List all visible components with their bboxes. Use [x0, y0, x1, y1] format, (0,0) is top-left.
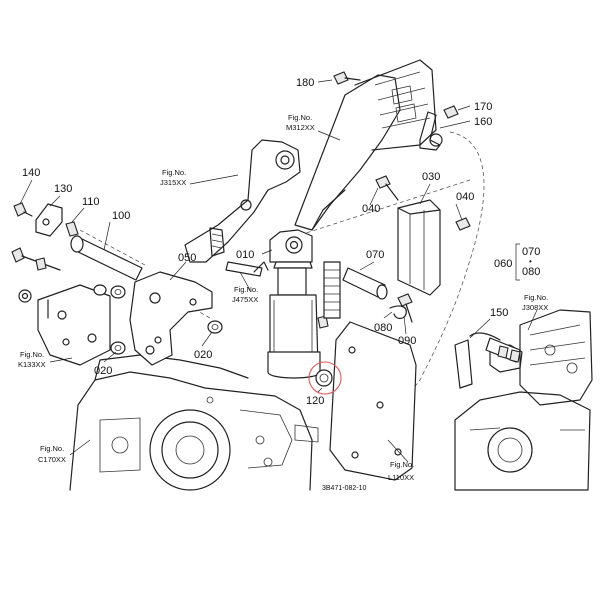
- lift-arm-j315-drawing: [184, 139, 301, 263]
- leader-lines: [19, 79, 538, 463]
- cylinder-pin-j475-drawing: [225, 261, 269, 277]
- fig-ref-j315-title: Fig.No.: [162, 168, 186, 177]
- drawing-code: 3B471-082-10: [322, 485, 366, 492]
- fig-ref-j308-title: Fig.No.: [524, 293, 548, 302]
- fig-ref-m312-code: M312XX: [286, 123, 315, 132]
- part-080-clip-drawing: [389, 305, 407, 320]
- part-label-120[interactable]: 120: [306, 395, 324, 407]
- part-120-bushing-drawing: [308, 361, 342, 395]
- part-140-bolt-drawing: [13, 202, 33, 217]
- part-labels: 180 170 160 140 130 110 100 050 010 030 …: [22, 77, 540, 407]
- part-050-bracket-drawing: [129, 271, 213, 366]
- part-030-cover-drawing: [397, 199, 441, 296]
- part-label-010[interactable]: 010: [236, 249, 254, 261]
- figure-references: Fig.No. M312XX Fig.No. J315XX Fig.No. J4…: [18, 113, 548, 482]
- part-060-bracket-symbol: [515, 243, 520, 281]
- part-label-030[interactable]: 030: [422, 171, 440, 183]
- part-label-080[interactable]: 080: [374, 322, 392, 334]
- part-label-170[interactable]: 170: [474, 101, 492, 113]
- fig-ref-j475-title: Fig.No.: [234, 285, 258, 294]
- part-150-hose-drawing: [454, 332, 521, 389]
- part-160-clamp-drawing: [419, 111, 443, 151]
- left-bolt-assembly-drawing: [11, 247, 61, 303]
- part-label-020-right[interactable]: 020: [194, 349, 212, 361]
- fig-ref-j315[interactable]: Fig.No. J315XX: [160, 168, 186, 187]
- part-label-160[interactable]: 160: [474, 116, 492, 128]
- part-label-020-left[interactable]: 020: [94, 365, 112, 377]
- part-130-bracket-drawing: [35, 203, 63, 237]
- fig-ref-c170[interactable]: Fig.No. C170XX: [38, 444, 66, 464]
- fig-ref-j475-code: J475XX: [232, 295, 258, 304]
- bracket-k133-drawing: [37, 284, 126, 366]
- part-040-bolts-drawing: [375, 175, 471, 231]
- fig-ref-l110-title: Fig.No.: [390, 460, 414, 469]
- fig-ref-k133[interactable]: Fig.No. K133XX: [18, 350, 46, 369]
- threaded-rod-drawing: [323, 261, 341, 319]
- fig-ref-l110[interactable]: Fig.No. L110XX: [388, 460, 414, 482]
- part-110-grease-fitting-drawing: [65, 221, 79, 237]
- part-label-060-sub-070[interactable]: 070: [522, 246, 540, 258]
- part-070-pin-drawing: [342, 267, 388, 300]
- part-label-060-sub-080[interactable]: 080: [522, 266, 540, 278]
- frame-m312-drawing: [294, 59, 437, 231]
- part-170-bolt-drawing: [443, 105, 459, 119]
- fig-ref-j308-code: J308XX: [522, 303, 548, 312]
- hydraulic-block-j308-drawing: [454, 309, 593, 491]
- part-label-140[interactable]: 140: [22, 167, 40, 179]
- part-label-090[interactable]: 090: [398, 335, 416, 347]
- fig-ref-j475[interactable]: Fig.No. J475XX: [232, 285, 258, 304]
- part-label-110[interactable]: 110: [82, 196, 100, 208]
- part-label-070[interactable]: 070: [366, 249, 384, 261]
- fig-ref-k133-code: K133XX: [18, 360, 46, 369]
- part-090-bolt-drawing: [397, 293, 413, 323]
- fig-ref-j308[interactable]: Fig.No. J308XX: [522, 293, 548, 312]
- part-label-060[interactable]: 060: [494, 258, 512, 270]
- fig-ref-m312[interactable]: Fig.No. M312XX: [286, 113, 315, 132]
- fig-ref-l110-code: L110XX: [388, 473, 414, 482]
- part-label-180[interactable]: 180: [296, 77, 314, 89]
- transmission-housing-c170-drawing: [69, 354, 319, 491]
- fig-ref-j315-code: J315XX: [160, 178, 186, 187]
- part-010-cylinder-drawing: [267, 229, 329, 379]
- plate-l110-drawing: [329, 321, 417, 481]
- fig-ref-m312-title: Fig.No.: [288, 113, 312, 122]
- part-label-040-right[interactable]: 040: [456, 191, 474, 203]
- part-100-pin-drawing: [70, 235, 143, 281]
- part-label-150[interactable]: 150: [490, 307, 508, 319]
- part-label-050[interactable]: 050: [178, 252, 196, 264]
- fig-ref-c170-code: C170XX: [38, 455, 66, 464]
- fig-ref-c170-title: Fig.No.: [40, 444, 64, 453]
- part-020-washer-drawing: [110, 320, 223, 355]
- part-label-100[interactable]: 100: [112, 210, 130, 222]
- fig-ref-k133-title: Fig.No.: [20, 350, 44, 359]
- part-label-040-left[interactable]: 040: [362, 203, 380, 215]
- part-180-bolt-drawing: [333, 71, 361, 85]
- part-label-060-separator: •: [529, 257, 532, 266]
- part-label-130[interactable]: 130: [54, 183, 72, 195]
